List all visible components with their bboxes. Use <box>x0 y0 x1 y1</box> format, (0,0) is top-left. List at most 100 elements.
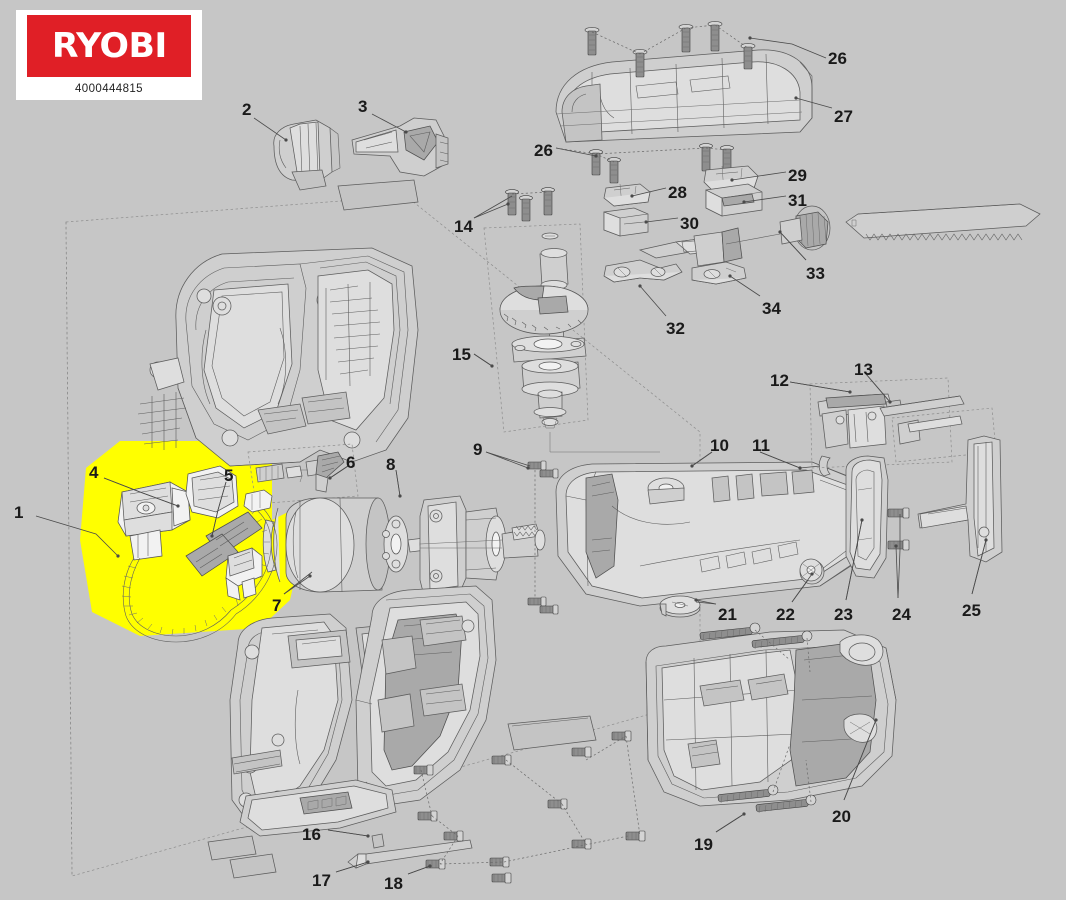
callout-26[interactable]: 26 <box>828 49 847 68</box>
leader-tip-26 <box>748 36 752 40</box>
leader-30 <box>645 217 679 223</box>
callout-25[interactable]: 25 <box>962 601 981 620</box>
leader-8 <box>395 469 401 497</box>
callout-33[interactable]: 33 <box>806 264 825 283</box>
callout-16[interactable]: 16 <box>302 825 321 844</box>
callout-27[interactable]: 27 <box>834 107 853 126</box>
callout-30[interactable]: 30 <box>680 214 699 233</box>
leader-tip-14 <box>506 202 510 206</box>
callout-26b[interactable]: 26 <box>534 141 553 160</box>
part-16-handle-housing <box>229 585 497 837</box>
leader-tip-15 <box>490 364 494 368</box>
callout-23[interactable]: 23 <box>834 605 853 624</box>
leader-22 <box>791 573 813 603</box>
callout-32[interactable]: 32 <box>666 319 685 338</box>
part-17-hex-key <box>335 833 473 873</box>
callout-9[interactable]: 9 <box>473 440 483 459</box>
callout-20[interactable]: 20 <box>832 807 851 826</box>
callout-10[interactable]: 10 <box>710 436 729 455</box>
part-24-shoe-screws <box>887 507 910 599</box>
leader-tip-2 <box>284 138 288 142</box>
leader-tip-3 <box>404 130 408 134</box>
leader-9 <box>485 451 529 469</box>
part-31-block <box>705 183 763 217</box>
leader-32 <box>639 285 667 317</box>
part-20-right-housing-half <box>645 629 897 807</box>
leader-11 <box>759 451 801 469</box>
part-28-bracket-plate <box>603 183 651 207</box>
part-33-plunger-assembly <box>638 205 831 267</box>
pinion-shaft <box>419 523 546 559</box>
part-26-cover-screws-bottom <box>555 143 734 184</box>
leader-25 <box>971 539 987 595</box>
part-14-gearbox-screws <box>473 187 555 222</box>
callout-31[interactable]: 31 <box>788 191 807 210</box>
callout-4[interactable]: 4 <box>89 463 99 482</box>
callout-15[interactable]: 15 <box>452 345 471 364</box>
leader-3 <box>371 113 407 133</box>
callout-22[interactable]: 22 <box>776 605 795 624</box>
callout-2[interactable]: 2 <box>242 100 252 119</box>
leader-13 <box>865 373 891 403</box>
callout-19[interactable]: 19 <box>694 835 713 854</box>
leader-tip-22 <box>810 572 814 576</box>
callout-5[interactable]: 5 <box>224 466 234 485</box>
part-7-motor <box>262 497 429 595</box>
leader-29 <box>731 171 787 181</box>
part-6-brush-holder <box>247 443 359 505</box>
leader-tip-9 <box>526 466 530 470</box>
callout-24[interactable]: 24 <box>892 605 911 624</box>
part-12-blade-clamp-assembly <box>789 377 997 469</box>
leader-tip-6 <box>328 476 332 480</box>
leader-tip-20 <box>874 718 878 722</box>
leader-tip-12 <box>848 390 852 394</box>
leader-tip-17 <box>366 860 370 864</box>
leader-34 <box>729 275 761 297</box>
leader-23 <box>845 519 863 601</box>
leader-tip-7 <box>308 574 312 578</box>
part-plate <box>337 179 419 211</box>
part-34-link-plate <box>691 261 747 285</box>
callout-8[interactable]: 8 <box>386 455 396 474</box>
leader-tip-23 <box>860 518 864 522</box>
callout-28[interactable]: 28 <box>668 183 687 202</box>
part-32-link-plate <box>603 259 683 283</box>
part-15-gear-crank-assembly <box>473 223 660 453</box>
callout-12[interactable]: 12 <box>770 371 789 390</box>
part-10-gearbox-housing <box>555 451 869 607</box>
leader-tip-18 <box>428 864 432 868</box>
leader-tip-26b <box>594 154 598 158</box>
callout-14[interactable]: 14 <box>454 217 473 236</box>
leader-14 <box>473 203 509 219</box>
callout-leaders <box>35 36 988 875</box>
leader-27 <box>795 97 833 109</box>
callout-17[interactable]: 17 <box>312 871 331 890</box>
callout-21[interactable]: 21 <box>718 605 737 624</box>
leader-31 <box>743 195 787 203</box>
leader-15 <box>473 353 493 367</box>
leader-tip-21 <box>694 598 698 602</box>
callout-13[interactable]: 13 <box>854 360 873 379</box>
callout-7[interactable]: 7 <box>272 596 282 615</box>
part-21-washer <box>659 595 717 618</box>
leader-tip-8 <box>398 494 402 498</box>
leader-tip-33 <box>778 230 782 234</box>
callout-29[interactable]: 29 <box>788 166 807 185</box>
leader-tip-31 <box>742 200 746 204</box>
callout-34[interactable]: 34 <box>762 299 781 318</box>
leader-5 <box>211 481 227 537</box>
callout-11[interactable]: 11 <box>752 436 770 455</box>
callout-6[interactable]: 6 <box>346 453 356 472</box>
callout-3[interactable]: 3 <box>358 97 368 116</box>
saw-blade <box>845 203 1041 241</box>
leader-24 <box>895 545 899 599</box>
leader-18 <box>407 865 431 875</box>
callout-1[interactable]: 1 <box>14 503 24 522</box>
leader-tip-13 <box>888 400 892 404</box>
callout-18[interactable]: 18 <box>384 874 403 893</box>
leader-19 <box>715 813 745 833</box>
leader-tip-28 <box>630 194 634 198</box>
part-8-motor-bracket <box>395 469 507 597</box>
